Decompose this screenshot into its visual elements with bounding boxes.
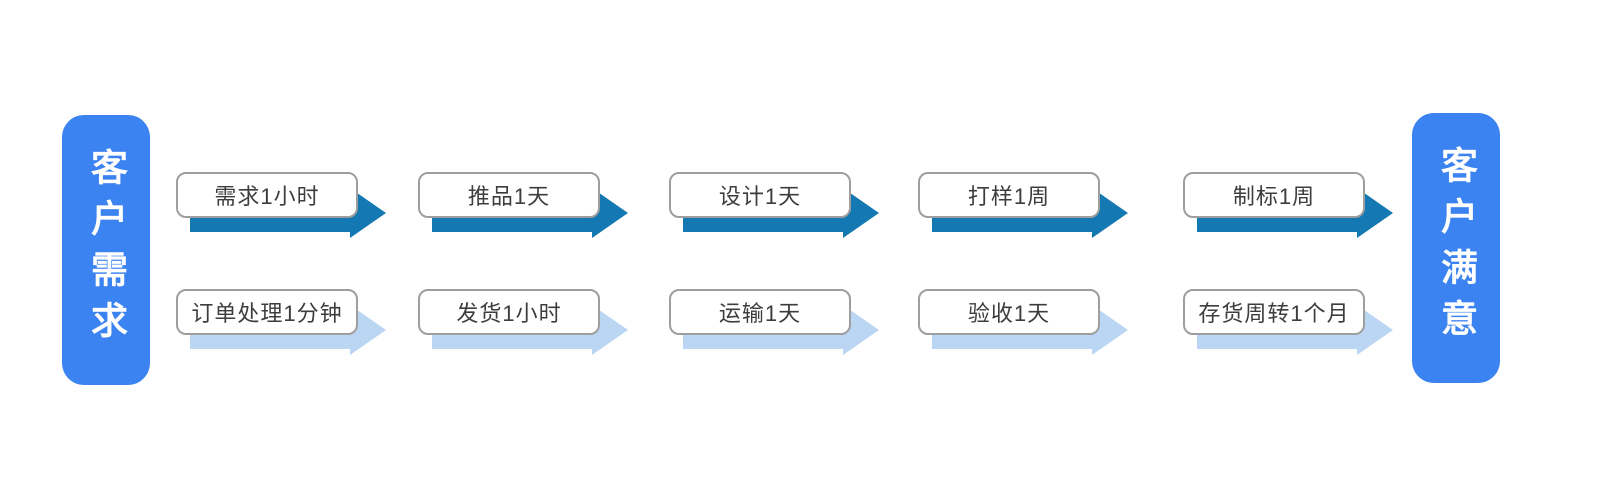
step-box: 打样1周 bbox=[918, 172, 1100, 218]
process-step-top-process-row-2: 推品1天 bbox=[418, 172, 628, 238]
process-step-bottom-process-row-1: 订单处理1分钟 bbox=[176, 289, 386, 355]
process-step-top-process-row-3: 设计1天 bbox=[669, 172, 879, 238]
step-box: 设计1天 bbox=[669, 172, 851, 218]
step-label: 发货1小时 bbox=[456, 301, 562, 326]
process-step-bottom-process-row-2: 发货1小时 bbox=[418, 289, 628, 355]
step-label: 需求1小时 bbox=[214, 184, 320, 209]
endpoint-customer-demand: 客户需求 bbox=[62, 115, 150, 385]
step-label: 订单处理1分钟 bbox=[191, 301, 343, 326]
step-box: 推品1天 bbox=[418, 172, 600, 218]
endpoint-customer-satisfaction: 客户满意 bbox=[1412, 113, 1500, 383]
step-box: 发货1小时 bbox=[418, 289, 600, 335]
step-label: 验收1天 bbox=[967, 301, 1051, 326]
process-step-bottom-process-row-5: 存货周转1个月 bbox=[1183, 289, 1393, 355]
step-box: 存货周转1个月 bbox=[1183, 289, 1365, 335]
process-step-bottom-process-row-4: 验收1天 bbox=[918, 289, 1128, 355]
endpoint-end-label: 客户满意 bbox=[1435, 146, 1477, 350]
step-box: 订单处理1分钟 bbox=[176, 289, 358, 335]
step-box: 需求1小时 bbox=[176, 172, 358, 218]
step-box: 验收1天 bbox=[918, 289, 1100, 335]
step-label: 推品1天 bbox=[467, 184, 551, 209]
step-label: 制标1周 bbox=[1232, 184, 1316, 209]
process-step-top-process-row-4: 打样1周 bbox=[918, 172, 1128, 238]
process-step-bottom-process-row-3: 运输1天 bbox=[669, 289, 879, 355]
step-box: 运输1天 bbox=[669, 289, 851, 335]
step-box: 制标1周 bbox=[1183, 172, 1365, 218]
endpoint-start-label: 客户需求 bbox=[85, 148, 127, 352]
step-label: 存货周转1个月 bbox=[1198, 301, 1350, 326]
step-label: 设计1天 bbox=[718, 184, 802, 209]
process-step-top-process-row-5: 制标1周 bbox=[1183, 172, 1393, 238]
step-label: 运输1天 bbox=[718, 301, 802, 326]
process-step-top-process-row-1: 需求1小时 bbox=[176, 172, 386, 238]
step-label: 打样1周 bbox=[967, 184, 1051, 209]
